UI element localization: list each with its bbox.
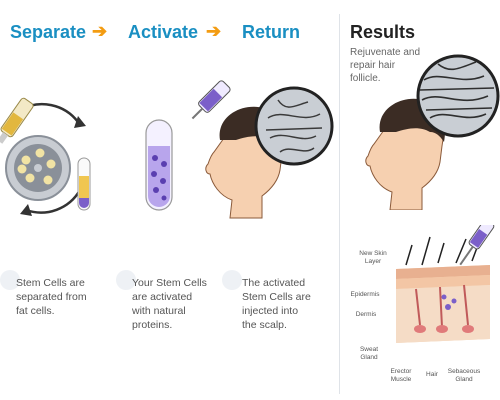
- desc-line: fat cells.: [16, 305, 55, 317]
- results-title: Results: [350, 22, 416, 42]
- step-title-separate: Separate: [10, 22, 87, 42]
- skin-cross-section-diagram: [396, 225, 495, 343]
- label-line: New Skin: [359, 250, 387, 257]
- section-divider: [339, 14, 340, 394]
- results-head-illustration: [365, 54, 500, 210]
- label-hair: Hair: [426, 371, 438, 378]
- desc-line: with natural: [132, 305, 186, 317]
- label-line: Gland: [360, 354, 378, 361]
- label-line: Gland: [455, 376, 473, 383]
- desc-line: the scalp.: [242, 319, 287, 331]
- centrifuge-illustration: [0, 97, 91, 216]
- label-erector-muscle: Erector Muscle: [386, 368, 416, 384]
- desc-line: injected into: [242, 305, 299, 317]
- head-injection-illustration: [191, 80, 334, 219]
- desc-line: Stem Cells are: [242, 291, 311, 303]
- step-bullet: [0, 270, 20, 290]
- step-description-activate: Your Stem Cells are activated with natur…: [132, 276, 232, 332]
- arrow-right-icon: ➔: [206, 21, 222, 41]
- subtitle-line: repair hair: [350, 60, 396, 71]
- desc-line: Your Stem Cells: [132, 277, 207, 289]
- results-subtitle: Rejuvenate and repair hair follicle.: [350, 46, 430, 85]
- desc-line: are activated: [132, 291, 193, 303]
- step-title-return: Return: [242, 22, 300, 42]
- subtitle-line: Rejuvenate and: [350, 47, 421, 58]
- label-line: Layer: [364, 258, 382, 265]
- label-line: Muscle: [390, 376, 412, 383]
- test-tube-illustration: [145, 119, 173, 211]
- label-line: Erector: [390, 368, 412, 375]
- step-title-activate: Activate: [128, 22, 199, 42]
- subtitle-line: follicle.: [350, 73, 381, 84]
- label-sweat-gland: Sweat Gland: [354, 346, 384, 362]
- step-bullet: [222, 270, 242, 290]
- label-new-skin-layer: New Skin Layer: [358, 250, 388, 266]
- step-bullet: [116, 270, 136, 290]
- arrow-right-icon: ➔: [92, 21, 108, 41]
- step-description-separate: Stem Cells are separated from fat cells.: [16, 276, 116, 318]
- label-epidermis: Epidermis: [350, 291, 380, 298]
- step-description-return: The activated Stem Cells are injected in…: [242, 276, 342, 332]
- label-dermis: Dermis: [355, 311, 377, 318]
- desc-line: Stem Cells are: [16, 277, 85, 289]
- label-line: Sweat: [359, 346, 379, 353]
- desc-line: The activated: [242, 277, 306, 289]
- label-line: Sebaceous: [447, 368, 481, 375]
- desc-line: proteins.: [132, 319, 173, 331]
- desc-line: separated from: [16, 291, 87, 303]
- label-sebaceous-gland: Sebaceous Gland: [444, 368, 484, 384]
